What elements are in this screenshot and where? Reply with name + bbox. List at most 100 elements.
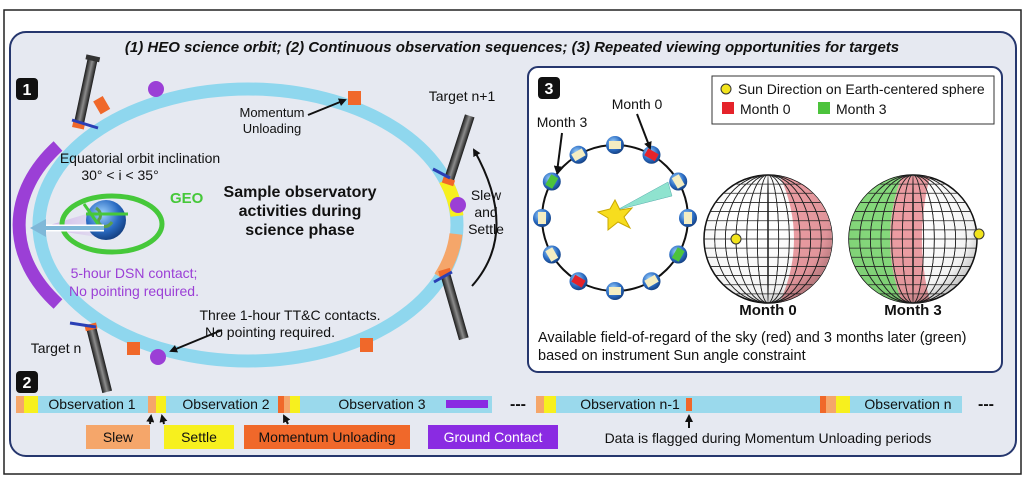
- earth-icon: [86, 200, 126, 240]
- ttc-label-1: Three 1-hour TT&C contacts.: [199, 307, 380, 323]
- legend-slew-label: Slew: [103, 429, 134, 445]
- momentum-marker: [127, 342, 140, 355]
- legend-ground-label: Ground Contact: [444, 429, 543, 445]
- badge-2: [16, 371, 38, 393]
- slew-segment: [16, 396, 24, 413]
- target-n-label: Target n: [31, 340, 82, 356]
- sample-activities-line-2: activities during: [239, 203, 362, 220]
- panel-3-caption-1: Available field-of-regard of the sky (re…: [538, 330, 967, 346]
- slew-segment: [536, 396, 544, 413]
- legend-momentum-chip: [244, 425, 410, 449]
- legend-month0-label: Month 0: [740, 101, 791, 117]
- observation-label: Observation n: [864, 396, 951, 412]
- blue-tick: [433, 270, 453, 284]
- legend-slew-chip: [86, 425, 150, 449]
- observation-label: Observation n-1: [580, 396, 680, 412]
- ground-contact-segment: [446, 400, 488, 408]
- observation-label: Observation 1: [48, 396, 135, 412]
- observation-label: Observation 2: [182, 396, 269, 412]
- slew-settle-label-2: and: [474, 204, 497, 220]
- sun-icon: [596, 198, 634, 232]
- slew-settle-arrow: [471, 148, 498, 287]
- observation-segment: [850, 396, 962, 413]
- panel-3-legend: [711, 75, 995, 125]
- badge-3-label: 3: [545, 81, 554, 98]
- inclination-arrow: [82, 203, 100, 225]
- telescope-icon: [438, 267, 469, 341]
- sun-direction-dot: [730, 233, 742, 245]
- observation-label: Observation 3: [338, 396, 425, 412]
- slew-segment: [284, 396, 290, 413]
- month3-orbit-label: Month 3: [537, 114, 588, 130]
- badge-3: [538, 77, 560, 99]
- ttc-contact-dot: [150, 349, 166, 365]
- legend-month3-label: Month 3: [836, 101, 887, 117]
- slew-segment: [148, 396, 156, 413]
- timeline-ellipsis: ---: [510, 396, 526, 413]
- earth-positions: [533, 136, 697, 300]
- blue-tick: [432, 167, 451, 180]
- timeline-ellipsis: ---: [978, 396, 994, 413]
- momentum-segment: [278, 396, 284, 413]
- legend-sun-label: Sun Direction on Earth-centered sphere: [738, 81, 985, 97]
- earth-position-icon: [642, 145, 661, 164]
- earth-position-icon: [569, 145, 588, 164]
- legend-arrow: [146, 414, 155, 425]
- sphere-month-3: [848, 174, 985, 304]
- settle-segment: [290, 396, 300, 413]
- legend-settle-chip: [164, 425, 234, 449]
- earth-position-icon: [606, 282, 624, 300]
- ttc-label-2: No pointing required.: [205, 324, 335, 340]
- sun-pointing-cone: [616, 181, 673, 211]
- inclination-label-1: Equatorial orbit inclination: [60, 150, 220, 166]
- settle-segment: [544, 396, 556, 413]
- observation-segment: [300, 396, 492, 413]
- earth-position-icon: [642, 272, 661, 291]
- dsn-contact-arc: [12, 141, 63, 309]
- target-n1-label: Target n+1: [429, 88, 496, 104]
- legend-momentum-label: Momentum Unloading: [259, 429, 396, 445]
- dsn-label-1: 5-hour DSN contact;: [71, 265, 198, 281]
- blue-tick: [69, 321, 97, 329]
- legend-month0-swatch: [722, 102, 734, 114]
- panel-2-timeline: 2 Observation 1 Observation 2 Observatio…: [16, 371, 994, 449]
- blue-tick: [71, 118, 99, 130]
- sun-direction-swatch: [720, 83, 732, 95]
- ttc-arrow: [169, 329, 223, 353]
- sphere-label-month3: Month 3: [884, 302, 942, 319]
- month3-arrow: [553, 132, 563, 174]
- earth-position-icon: [542, 245, 561, 264]
- panel-3-field-of-regard: 3 Sun Direction on Earth-centered sphere…: [527, 66, 1003, 373]
- badge-1: [16, 78, 38, 100]
- earth-position-icon: [606, 136, 624, 154]
- momentum-unloading-label-1: Momentum: [239, 105, 304, 120]
- telescope-icon: [441, 114, 475, 187]
- observation-segment: [166, 396, 278, 413]
- momentum-marker: [348, 91, 361, 105]
- ttc-contact-dot: [148, 81, 164, 97]
- header-title: (1) HEO science orbit; (2) Continuous ob…: [125, 39, 899, 56]
- panel-1-orbit: 1: [12, 54, 504, 394]
- legend-ground-chip: [428, 425, 558, 449]
- slew-settle-label-3: Settle: [468, 221, 504, 237]
- ttc-contact-dot: [450, 197, 466, 213]
- legend-month3-swatch: [818, 102, 830, 114]
- badge-2-label: 2: [23, 375, 32, 392]
- earth-position-icon: [669, 172, 688, 191]
- badge-1-label: 1: [23, 82, 32, 99]
- earth-position-icon: [679, 209, 697, 227]
- momentum-segment: [820, 396, 826, 413]
- dsn-arrowhead: [30, 219, 46, 237]
- earth-position-icon: [569, 272, 588, 291]
- geo-ring: [59, 193, 165, 255]
- geo-label: GEO: [170, 190, 204, 207]
- legend-arrow: [159, 414, 168, 425]
- slew-segment: [826, 396, 836, 413]
- earth-position-icon: [669, 245, 688, 264]
- settle-segment: [836, 396, 850, 413]
- sun-direction-dot: [973, 228, 985, 240]
- earth-position-icon: [533, 209, 551, 227]
- momentum-flag-segment: [686, 398, 692, 411]
- sample-activities-line-1: Sample observatory: [224, 184, 377, 201]
